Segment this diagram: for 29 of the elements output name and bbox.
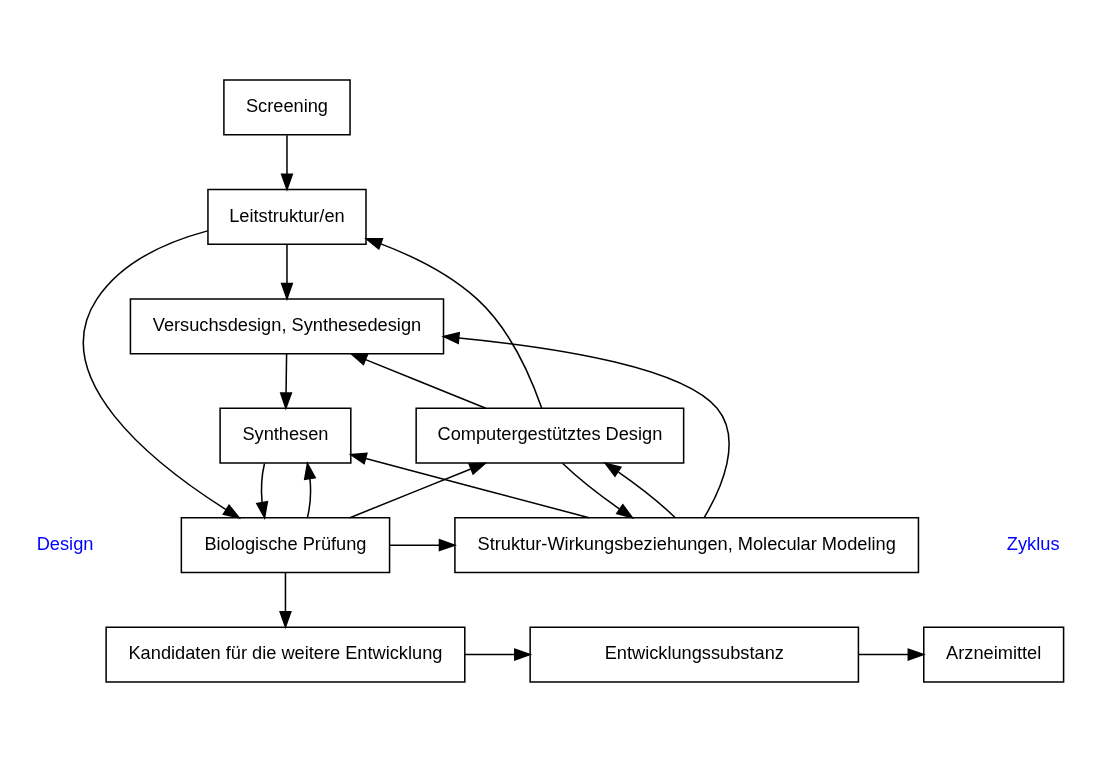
node-box: Versuchsdesign, Synthesedesign	[129, 298, 445, 355]
node-box: Struktur-Wirkungsbeziehungen, Molecular Modeling	[454, 517, 920, 574]
arrow	[348, 452, 590, 519]
arrow	[279, 353, 293, 411]
arrow	[255, 462, 269, 520]
arrow	[349, 462, 488, 519]
arrow	[464, 648, 533, 661]
node-box: Biologische Prüfung	[180, 517, 391, 574]
label: Design	[36, 532, 94, 554]
arrow	[280, 243, 294, 302]
node-box: Arzneimittel	[923, 626, 1065, 683]
node-box: Kandidaten für die weitere Entwicklung	[105, 626, 466, 683]
arrow	[280, 134, 294, 192]
arrow	[603, 461, 676, 519]
arrow	[857, 648, 926, 661]
arrow	[303, 461, 317, 519]
arrow	[349, 352, 487, 409]
arrow	[388, 538, 457, 552]
node-box: Computergestütztes Design	[415, 407, 685, 464]
arrow	[441, 331, 730, 519]
arrow	[364, 237, 543, 409]
arrow	[82, 230, 242, 519]
node-box: Synthesen	[219, 407, 352, 464]
arrow	[561, 462, 635, 519]
label: Zyklus	[1006, 532, 1060, 554]
node-box: Entwicklungssubstanz	[529, 626, 860, 683]
node-box: Screening	[223, 79, 351, 136]
arrow	[279, 572, 292, 630]
node-box: Leitstruktur/en	[207, 188, 367, 245]
